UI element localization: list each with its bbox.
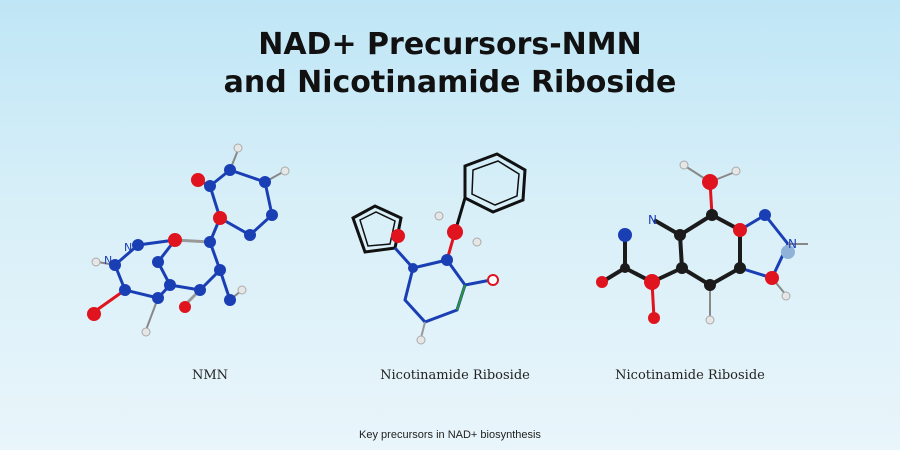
molecule3-atom-n2: N (788, 237, 797, 251)
nicotinamide-riboside-label-1: Nicotinamide Riboside (380, 368, 530, 383)
nmn-label: NMN (191, 368, 229, 383)
footer-caption: Key precursors in NAD+ biosynthesis (359, 429, 541, 441)
diagram-title: NAD+ Precursors-NMN and Nicotinamide Rib… (0, 26, 900, 102)
nmn-molecule: N N (87, 143, 290, 337)
nicotinamide-riboside-label-2: Nicotinamide Riboside (615, 368, 765, 383)
nmn-atom-n2: N (104, 254, 112, 267)
nicotinamide-riboside-molecule-1 (351, 152, 527, 345)
title-line-1: NAD+ Precursors-NMN (258, 27, 642, 62)
nmn-atom-n1: N (124, 241, 132, 254)
title-line-2: and Nicotinamide Riboside (223, 65, 677, 100)
molecule3-atom-n1: N (648, 213, 657, 227)
nicotinamide-riboside-molecule-2: N N (596, 160, 808, 325)
